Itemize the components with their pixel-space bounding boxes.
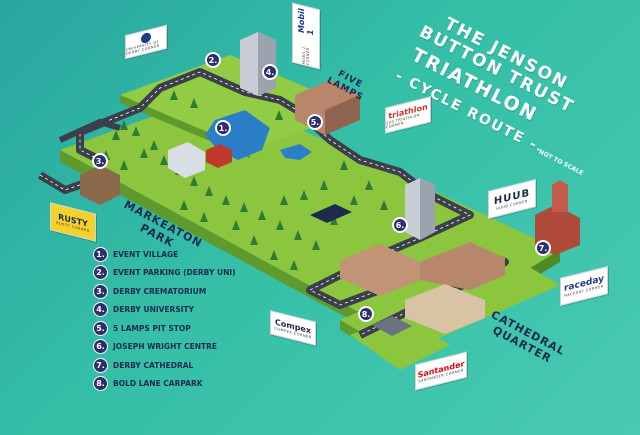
cathedral-terrace xyxy=(340,242,505,334)
crematorium-building xyxy=(80,165,120,205)
legend-label: BOLD LANE CARPARK xyxy=(113,379,203,389)
event-village-stage xyxy=(168,142,232,178)
legend-label: DERBY UNIVERSITY xyxy=(113,305,195,315)
legend-number: 8. xyxy=(93,376,108,392)
legend-item: 1. EVENT VILLAGE xyxy=(93,245,236,264)
car-park xyxy=(372,316,412,336)
marker-joseph-wright[interactable]: 6. xyxy=(392,217,408,233)
legend-number: 4. xyxy=(93,302,108,318)
legend: 1. EVENT VILLAGE 2. EVENT PARKING (DERBY… xyxy=(93,245,236,393)
legend-item: 2. EVENT PARKING (DERBY UNI) xyxy=(93,264,236,283)
park-pond xyxy=(280,144,312,160)
legend-label: DERBY CATHEDRAL xyxy=(113,360,194,370)
legend-label: JOSEPH WRIGHT CENTRE xyxy=(113,342,217,352)
legend-number: 2. xyxy=(93,265,108,281)
legend-number: 1. xyxy=(93,246,108,262)
marker-crematorium[interactable]: 3. xyxy=(92,153,108,169)
marker-event-parking[interactable]: 2. xyxy=(205,52,221,68)
legend-number: 3. xyxy=(93,283,108,299)
legend-item: 8. BOLD LANE CARPARK xyxy=(93,375,236,394)
legend-item: 3. DERBY CREMATORIUM xyxy=(93,282,236,301)
legend-number: 6. xyxy=(93,339,108,355)
legend-label: DERBY CREMATORIUM xyxy=(113,286,207,296)
legend-item: 5. 5 LAMPS PIT STOP xyxy=(93,319,236,338)
sign-mobil-main: Mobil 1 xyxy=(297,7,315,37)
legend-item: 7. DERBY CATHEDRAL xyxy=(93,356,236,375)
park-grass-side-left xyxy=(60,150,410,352)
race-car xyxy=(310,204,352,223)
sign-mobil-sub: MOBIL 1 CORNER xyxy=(302,46,310,66)
marker-bold-lane[interactable]: 8. xyxy=(358,306,374,322)
legend-label: 5 LAMPS PIT STOP xyxy=(113,323,191,333)
crematorium-road xyxy=(58,118,121,143)
legend-number: 5. xyxy=(93,320,108,336)
legend-item: 6. JOSEPH WRIGHT CENTRE xyxy=(93,338,236,357)
legend-label: EVENT VILLAGE xyxy=(113,249,179,259)
legend-item: 4. DERBY UNIVERSITY xyxy=(93,301,236,320)
joseph-wright-tower xyxy=(405,178,435,240)
sign-mobil-corner: Mobil 1 MOBIL 1 CORNER xyxy=(292,2,320,70)
marker-five-lamps[interactable]: 5. xyxy=(307,114,323,130)
marker-derby-university[interactable]: 4. xyxy=(262,64,278,80)
marker-event-village[interactable]: 1. xyxy=(215,120,231,136)
legend-number: 7. xyxy=(93,357,108,373)
marker-cathedral[interactable]: 7. xyxy=(535,240,551,256)
tree-cluster xyxy=(102,90,388,270)
legend-label: EVENT PARKING (DERBY UNI) xyxy=(113,268,236,278)
